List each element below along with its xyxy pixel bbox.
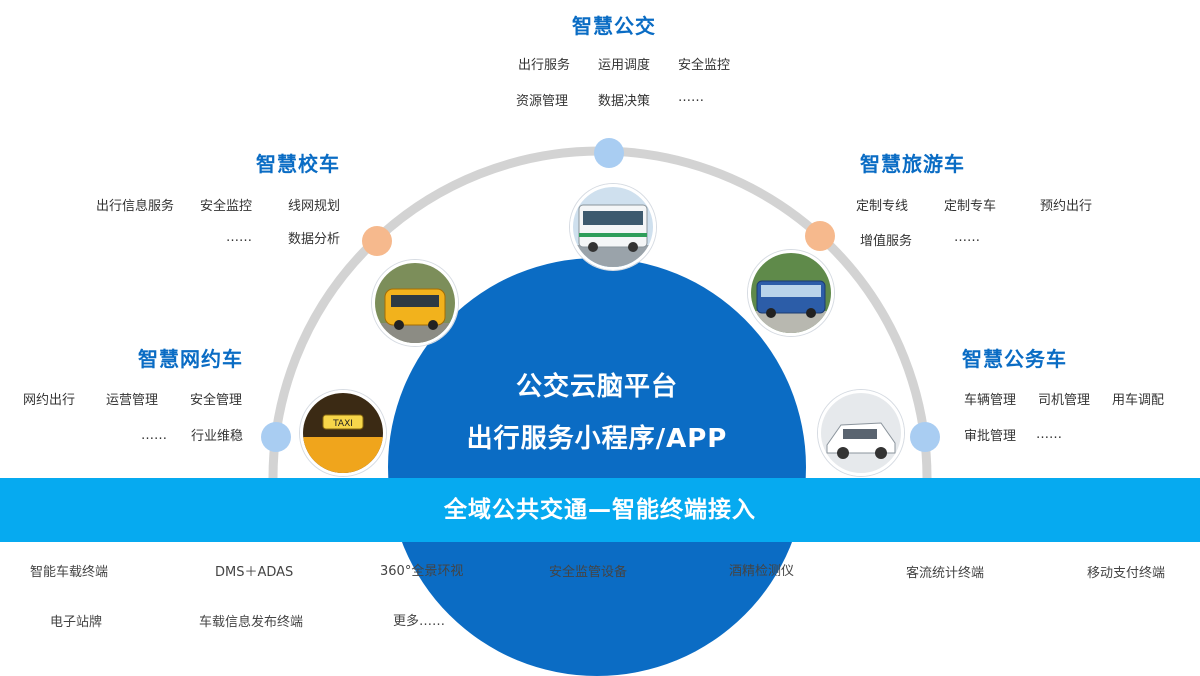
access-band [0,478,1200,542]
terminal-item: 更多…… [393,614,446,629]
school-item: 数据分析 [288,232,341,247]
taxi-photo-icon: TAXI [300,390,386,476]
terminal-item: 客流统计终端 [906,566,985,581]
center-line-1: 公交云脑平台 [515,372,678,402]
access-band-label: 全域公共交通—智能终端接入 [444,497,756,523]
title-bus: 智慧公交 [572,14,656,38]
school-item: …… [226,230,252,245]
arc-dot-bus [594,138,624,168]
terminal-item: 车载信息发布终端 [199,615,304,630]
bus-item: 出行服务 [518,58,571,73]
center-line-2: 出行服务小程序/APP [466,424,728,454]
arc-dot-school [362,226,392,256]
terminal-item: 移动支付终端 [1087,566,1166,581]
bus-photo-icon [570,184,656,270]
ride-item: 行业维稳 [191,429,244,444]
arc-dot-official [910,422,940,452]
school-item: 安全监控 [200,199,253,214]
bus-item: 安全监控 [678,58,731,73]
tour-item: …… [954,230,980,245]
tour-coach-photo-icon [748,250,834,336]
svg-text:TAXI: TAXI [332,419,353,429]
bus-item: 运用调度 [598,58,651,73]
bus-item: …… [678,90,704,105]
official-item: 车辆管理 [964,393,1017,408]
terminal-item: 智能车载终端 [30,565,109,580]
ride-item: 安全管理 [190,393,243,408]
school-item: 线网规划 [288,199,341,214]
terminal-item: 酒精检测仪 [729,564,795,579]
terminal-item: DMS＋ADAS [215,565,294,580]
bus-item: 资源管理 [516,94,569,109]
bus-item: 数据决策 [598,94,651,109]
tour-item: 增值服务 [860,234,913,249]
ride-item: 网约出行 [23,393,76,408]
tour-item: 定制专车 [944,199,997,214]
arc-dot-tour [805,221,835,251]
official-item: 审批管理 [964,429,1017,444]
ride-item: 运营管理 [106,393,159,408]
tour-item: 定制专线 [856,199,909,214]
official-item: …… [1036,427,1062,442]
center-dome [388,258,806,676]
title-official: 智慧公务车 [962,347,1067,371]
arc-dot-ride [261,422,291,452]
ride-item: …… [141,428,167,443]
title-school: 智慧校车 [256,152,340,176]
terminal-item: 360°全景环视 [380,564,464,579]
tour-item: 预约出行 [1040,199,1093,214]
official-item: 司机管理 [1038,393,1091,408]
official-item: 用车调配 [1112,393,1165,408]
school-bus-photo-icon [372,260,458,346]
terminal-item: 安全监管设备 [549,565,628,580]
title-ride: 智慧网约车 [138,347,243,371]
school-item: 出行信息服务 [96,199,175,214]
terminal-item: 电子站牌 [50,615,103,630]
title-tour: 智慧旅游车 [860,152,965,176]
official-car-photo-icon [818,390,904,476]
